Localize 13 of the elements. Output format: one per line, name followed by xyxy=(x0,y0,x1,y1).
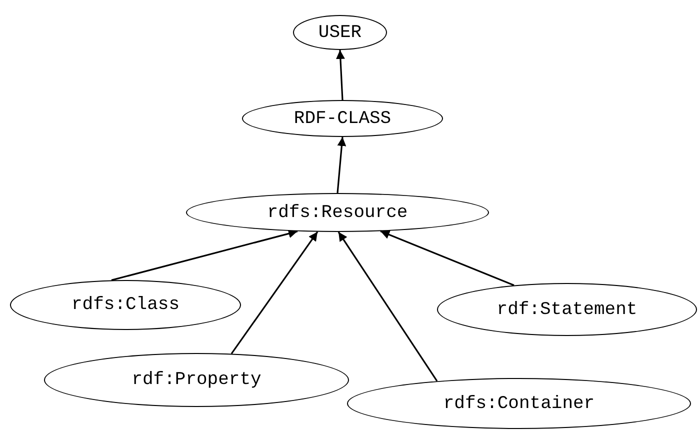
arrow xyxy=(111,229,298,281)
arrow xyxy=(230,231,318,354)
arrow xyxy=(336,136,346,194)
arrow xyxy=(338,232,438,382)
class-name: USER xyxy=(318,24,362,42)
class-name: rdfs:Container xyxy=(443,394,595,412)
class-name: rdfs:Resource xyxy=(267,204,408,222)
class-name: rdf:Statement xyxy=(496,300,638,318)
arrow xyxy=(336,50,345,100)
arrow xyxy=(380,230,514,286)
class-name: RDF-CLASS xyxy=(294,110,392,128)
class-name: rdfs:Class xyxy=(71,296,180,314)
class-name: rdf:Property xyxy=(132,371,262,389)
